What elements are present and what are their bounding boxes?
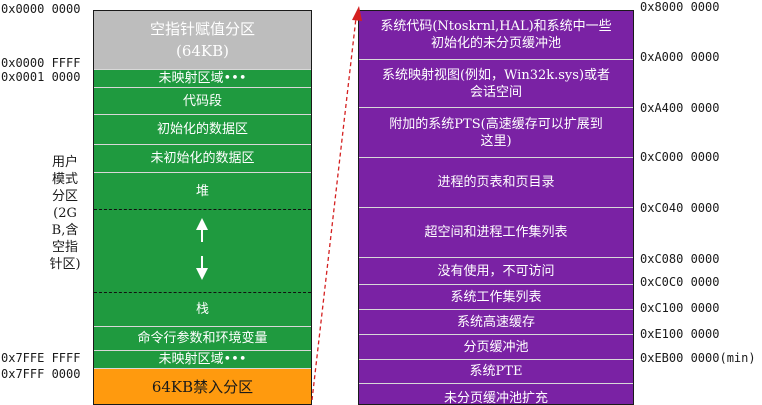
- heap-segment: 堆: [94, 172, 311, 209]
- system-working-set-segment: 系统工作集列表: [359, 284, 633, 309]
- segment-label: 系统映射视图(例如，Win32k.sys)或者: [381, 67, 611, 83]
- system-code-segment: 系统代码(Ntoskrnl,HAL)和系统中一些 初始化的未分页缓冲池: [359, 11, 633, 59]
- stack-segment: 栈: [94, 292, 311, 326]
- segment-label: 系统高速缓存: [456, 314, 535, 330]
- address-label: 0xE100 0000: [640, 327, 720, 341]
- address-label: 0xC0C0 0000: [640, 275, 720, 289]
- segment-label: 空指针赋值分区: [149, 20, 255, 38]
- segment-label: 超空间和进程工作集列表: [424, 225, 568, 240]
- segment-label: 进程的页表和页目录: [437, 175, 555, 190]
- segment-label: 分页缓冲池: [463, 339, 529, 355]
- address-label: 0x7FFF 0000: [1, 367, 81, 381]
- unmapped-region-top: 未映射区域•••: [94, 69, 311, 87]
- segment-label: 会话空间: [469, 84, 522, 100]
- address-label: 0x0000 FFFF: [1, 56, 81, 70]
- growth-arrows-icon: [196, 218, 208, 280]
- null-pointer-partition: 空指针赋值分区 (64KB): [94, 11, 311, 69]
- address-label: 0x0000 0000: [1, 2, 81, 16]
- segment-label: 堆: [195, 183, 209, 199]
- unmapped-region-bottom: 未映射区域•••: [94, 350, 311, 368]
- address-label: 0xC040 0000: [640, 201, 720, 215]
- system-mode-column: 系统代码(Ntoskrnl,HAL)和系统中一些 初始化的未分页缓冲池 系统映射…: [358, 10, 634, 405]
- segment-label: 初始化的未分页缓冲池: [430, 36, 561, 51]
- segment-label: 栈: [195, 302, 209, 317]
- segment-label: 附加的系统PTS(高速缓存可以扩展到: [389, 116, 603, 132]
- system-cache-segment: 系统高速缓存: [359, 309, 633, 334]
- segment-label: 没有使用，不可访问: [437, 263, 555, 279]
- address-label: 0xC100 0000: [640, 301, 720, 315]
- address-label: 0xEB00 0000(min): [640, 351, 756, 365]
- code-segment: 代码段: [94, 87, 311, 114]
- address-label: 0xA000 0000: [640, 50, 720, 64]
- command-line-env-segment: 命令行参数和环境变量: [94, 326, 311, 350]
- segment-label: 64KB禁入分区: [151, 378, 254, 396]
- initialized-data-segment: 初始化的数据区: [94, 114, 311, 144]
- segment-label: 系统PTE: [469, 364, 523, 379]
- hyperspace-segment: 超空间和进程工作集列表: [359, 207, 633, 257]
- user-mode-partition-label: 用户模式分区(2GB,含空指针区): [49, 155, 81, 272]
- segment-label: 未映射区域•••: [158, 71, 247, 86]
- segment-label: 未映射区域•••: [158, 352, 247, 367]
- address-label: 0xA400 0000: [640, 101, 720, 115]
- address-label: 0x8000 0000: [640, 0, 720, 14]
- heap-stack-gap: [94, 209, 311, 292]
- segment-label: (64KB): [175, 42, 230, 60]
- unused-segment: 没有使用，不可访问: [359, 257, 633, 284]
- user-mode-column: 空指针赋值分区 (64KB) 未映射区域••• 代码段 初始化的数据区 未初始化…: [93, 10, 312, 405]
- system-mapped-views-segment: 系统映射视图(例如，Win32k.sys)或者 会话空间: [359, 59, 633, 107]
- segment-label: 初始化的数据区: [156, 122, 248, 137]
- page-tables-segment: 进程的页表和页目录: [359, 157, 633, 207]
- segment-label: 系统代码(Ntoskrnl,HAL)和系统中一些: [380, 19, 612, 34]
- segment-label: 命令行参数和环境变量: [137, 331, 268, 346]
- address-label: 0x7FFE FFFF: [1, 351, 81, 365]
- forbidden-partition: 64KB禁入分区: [94, 368, 311, 404]
- additional-system-pts-segment: 附加的系统PTS(高速缓存可以扩展到 这里): [359, 107, 633, 157]
- segment-label: 代码段: [182, 93, 222, 109]
- segment-label: 系统工作集列表: [450, 289, 542, 305]
- address-label: 0xC000 0000: [640, 150, 720, 164]
- uninitialized-data-segment: 未初始化的数据区: [94, 144, 311, 172]
- address-label: 0xC080 0000: [640, 252, 720, 266]
- paged-pool-segment: 分页缓冲池: [359, 334, 633, 359]
- address-label: 0x0001 0000: [1, 70, 81, 84]
- segment-label: 这里): [480, 133, 512, 149]
- system-pte-segment: 系统PTE: [359, 359, 633, 383]
- segment-label: 未初始化的数据区: [150, 151, 255, 166]
